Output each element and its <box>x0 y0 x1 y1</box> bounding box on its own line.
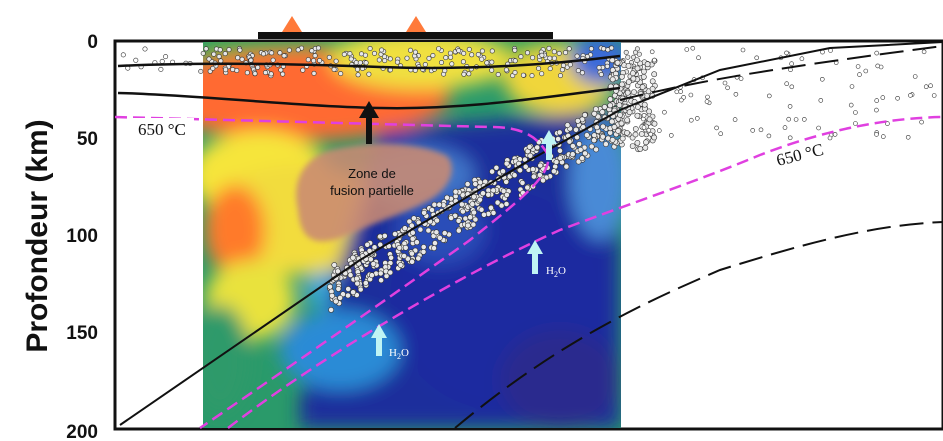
isotherm-650-upper <box>114 115 550 430</box>
zone-label-line1: Zone de <box>348 166 396 181</box>
tick-label-150: 150 <box>66 323 98 344</box>
partial-melting-zone <box>296 143 452 242</box>
volcano-right <box>406 16 426 32</box>
tick-label-200: 200 <box>66 422 98 441</box>
moho-line <box>117 86 621 110</box>
slab-dashed-line-1 <box>619 45 943 101</box>
tick-label-0: 0 <box>87 32 98 53</box>
volcano-left <box>282 16 302 32</box>
tick-label-100: 100 <box>66 226 98 247</box>
slab-top-line <box>119 41 943 426</box>
water-arrow-lower <box>371 324 387 356</box>
water-arrow-top <box>541 130 557 160</box>
y-axis-ticks: 0 50 100 150 200 <box>66 32 98 441</box>
isotherm-650-lower <box>227 115 943 429</box>
slab-dashed-line-2 <box>454 221 943 429</box>
isotherm-label-left: 650 °C <box>138 120 186 139</box>
tick-label-50: 50 <box>77 129 98 150</box>
h2o-label-lower: H2O <box>389 347 409 361</box>
uplift-arrow <box>359 101 379 144</box>
isotherm-label-left-bg <box>132 118 194 140</box>
water-arrow-upper <box>527 240 543 274</box>
crust-top-line <box>117 54 621 70</box>
surface-bar <box>258 32 553 39</box>
seismicity-dots <box>198 45 658 313</box>
y-axis-label: Profondeur (km) <box>21 119 54 352</box>
zone-label-line2: fusion partielle <box>330 183 414 198</box>
h2o-label-upper: H2O <box>546 265 566 279</box>
